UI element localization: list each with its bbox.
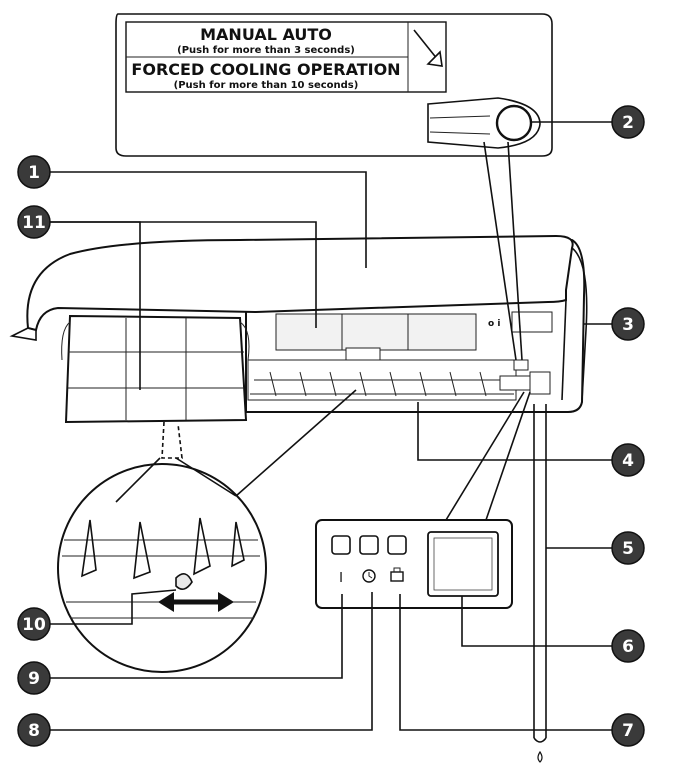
callout-3: 3: [611, 307, 645, 341]
double-arrow-icon: [158, 592, 234, 612]
callout-11: 11: [17, 205, 51, 239]
forced-cooling-note: (Push for more than 10 seconds): [174, 80, 359, 91]
indoor-unit: o i: [9, 234, 588, 763]
svg-text:3: 3: [622, 315, 634, 335]
forced-cooling-label: FORCED COOLING OPERATION: [131, 60, 400, 79]
svg-text:8: 8: [28, 721, 40, 741]
power-symbol: I: [339, 571, 343, 586]
louver-adjust-detail: [57, 463, 267, 673]
clock-icon: [362, 569, 376, 583]
vertical-airflow-louvers: [250, 371, 514, 397]
svg-text:9: 9: [28, 669, 40, 689]
quiet-indicator: [387, 535, 407, 555]
callout-8: 8: [17, 713, 51, 747]
auto-button-circle: [495, 104, 533, 142]
inner-filter: [275, 313, 477, 363]
quiet-mode-icon: [390, 567, 404, 582]
callout-4: 4: [611, 443, 645, 477]
power-indicator: [331, 535, 351, 555]
svg-text:7: 7: [622, 721, 634, 741]
leader-lines: [50, 121, 612, 731]
arrow-down-right-icon: [413, 29, 443, 67]
svg-text:11: 11: [22, 213, 46, 233]
svg-text:1: 1: [28, 163, 40, 183]
callout-1: 1: [17, 155, 51, 189]
svg-text:6: 6: [622, 637, 634, 657]
svg-text:2: 2: [622, 113, 634, 133]
indicator-panel: I: [315, 519, 513, 609]
callout-6: 6: [611, 629, 645, 663]
callout-9: 9: [17, 661, 51, 695]
callout-2: 2: [611, 105, 645, 139]
drain-hose: [533, 404, 547, 763]
front-panel: [26, 234, 574, 332]
remote-receiver: [427, 531, 499, 597]
svg-text:10: 10: [22, 615, 46, 635]
brand-mark: o i: [488, 319, 500, 329]
air-filter: [61, 314, 250, 424]
callout-5: 5: [611, 531, 645, 565]
manual-auto-label: MANUAL AUTO: [200, 25, 332, 44]
timer-indicator: [359, 535, 379, 555]
button-label-panel: MANUAL AUTO (Push for more than 3 second…: [115, 13, 553, 157]
manual-auto-button-closeup: [427, 97, 541, 149]
manual-auto-note: (Push for more than 3 seconds): [177, 45, 355, 56]
callout-10: 10: [17, 607, 51, 641]
svg-text:5: 5: [622, 539, 634, 559]
svg-text:4: 4: [622, 451, 634, 471]
callout-7: 7: [611, 713, 645, 747]
